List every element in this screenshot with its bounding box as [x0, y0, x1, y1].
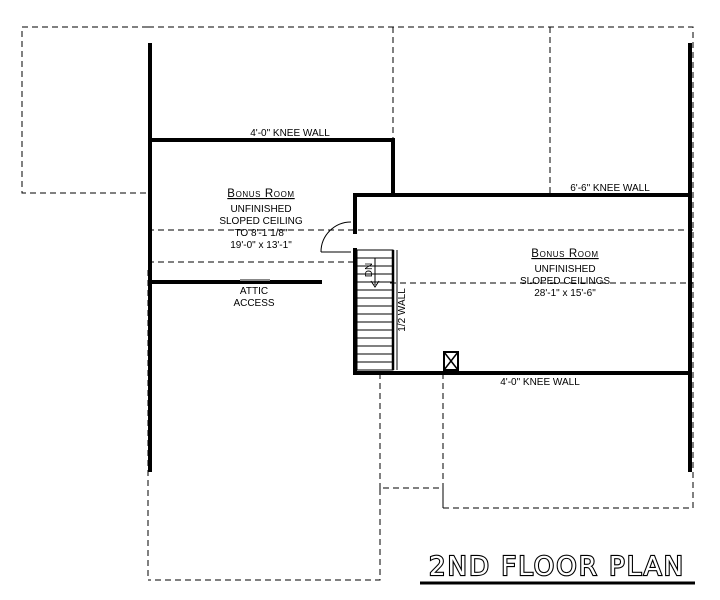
chase-box: [443, 351, 459, 371]
right-bonus-room-dimensions: 28'-1" x 15'-6": [534, 288, 596, 299]
left-bonus-room-line1: UNFINISHED: [230, 204, 291, 215]
knee-wall-label-top-left: 4'-0" KNEE WALL: [250, 128, 330, 139]
door-swing: [320, 221, 352, 253]
left-bonus-room-line3: TO 8'-1 1/8": [234, 228, 288, 239]
half-wall-label: 1/2 WALL: [397, 288, 408, 332]
stair-arrow-head: [370, 280, 380, 288]
knee-wall-label-top-right: 6'-6" KNEE WALL: [570, 183, 650, 194]
right-bonus-room-line2: SLOPED CEILINGS: [520, 276, 610, 287]
right-bonus-room-name: Bonus Room: [531, 248, 598, 260]
left-bonus-room-label: Bonus Room UNFINISHED SLOPED CEILING TO …: [219, 188, 303, 251]
stair-direction-label: DN: [364, 263, 375, 277]
right-bonus-room-line1: UNFINISHED: [534, 264, 595, 275]
knee-wall-label-bottom-right: 4'-0" KNEE WALL: [500, 377, 580, 388]
staircase: [356, 249, 398, 371]
right-bonus-room-label: Bonus Room UNFINISHED SLOPED CEILINGS 28…: [520, 248, 610, 299]
walls: [148, 43, 692, 472]
left-bonus-room-line2: SLOPED CEILING: [219, 216, 303, 227]
plan-title: 2ND FLOOR PLAN: [429, 552, 685, 582]
left-bonus-room-dimensions: 19'-0" x 13'-1": [230, 240, 292, 251]
attic-access-line1: ATTIC: [240, 286, 268, 297]
attic-access-line2: ACCESS: [233, 298, 274, 309]
stair-treads: [357, 257, 393, 363]
left-bonus-room-name: Bonus Room: [227, 188, 294, 200]
